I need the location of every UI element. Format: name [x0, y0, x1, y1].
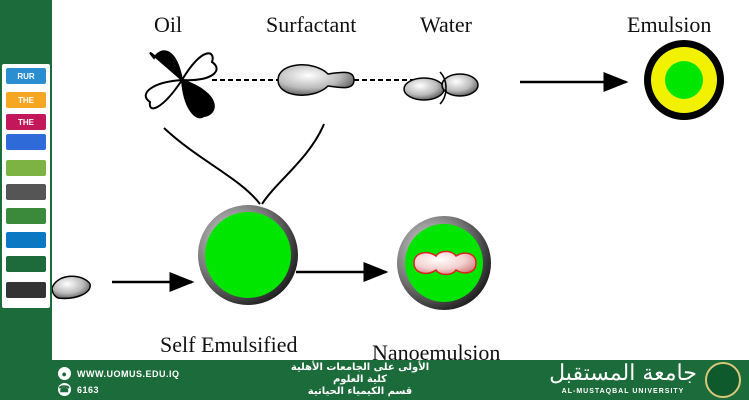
- the-impact-logo: THE: [6, 114, 46, 130]
- emulsion-diagram: [52, 40, 724, 310]
- converge-line-left: [163, 127, 261, 205]
- partial-surfactant-icon: [52, 275, 91, 300]
- university-name-arabic: جامعة المستقبل: [549, 361, 697, 386]
- building-icon: [6, 184, 46, 200]
- nanoemulsion-droplet-icon: [397, 216, 491, 310]
- self-emulsified-droplet-icon: [198, 205, 298, 305]
- emulsion-label: Emulsion: [627, 12, 712, 37]
- arabic-line-3: قسم الكيمياء الحياتية: [307, 386, 413, 397]
- rur-logo: RUR: [6, 68, 46, 84]
- globe-logo: [6, 232, 46, 248]
- footer-bar: ● WWW.UOMUS.EDU.IQ ☎ 6163 الأولى على الج…: [0, 360, 749, 400]
- multirank-logo: [6, 134, 46, 150]
- self-emulsified-label: Self Emulsified: [160, 332, 298, 357]
- converge-line-right: [261, 123, 325, 205]
- arabic-line-2: كلية العلوم: [332, 374, 388, 385]
- universities-logo: [6, 282, 46, 298]
- globe-icon: ●: [58, 367, 71, 380]
- emulsion-droplet-icon: [644, 40, 724, 120]
- arabic-line-1: الأولى على الجامعات الأهلية: [290, 362, 430, 373]
- left-sidebar: [0, 0, 52, 360]
- university-name-english: AL-MUSTAQBAL UNIVERSITY: [561, 388, 685, 395]
- wreath-logo: [6, 208, 46, 224]
- phone-text: 6163: [77, 384, 100, 395]
- phone-icon: ☎: [58, 383, 71, 396]
- water-molecule-icon: [403, 71, 479, 105]
- phone-contact[interactable]: ☎ 6163: [58, 383, 99, 396]
- oil-label: Oil: [154, 12, 183, 37]
- university-seal-logo: [705, 362, 741, 398]
- surfactant-label: Surfactant: [266, 12, 357, 37]
- water-label: Water: [420, 12, 472, 37]
- oil-molecule-icon: [144, 50, 218, 119]
- website-text: WWW.UOMUS.EDU.IQ: [77, 368, 180, 379]
- greenmetric-logo: [6, 160, 46, 176]
- surfactant-molecule-icon: [277, 64, 355, 96]
- arab-ranking-logo: [6, 256, 46, 272]
- website-contact[interactable]: ● WWW.UOMUS.EDU.IQ: [58, 367, 180, 380]
- the-logo: THE: [6, 92, 46, 108]
